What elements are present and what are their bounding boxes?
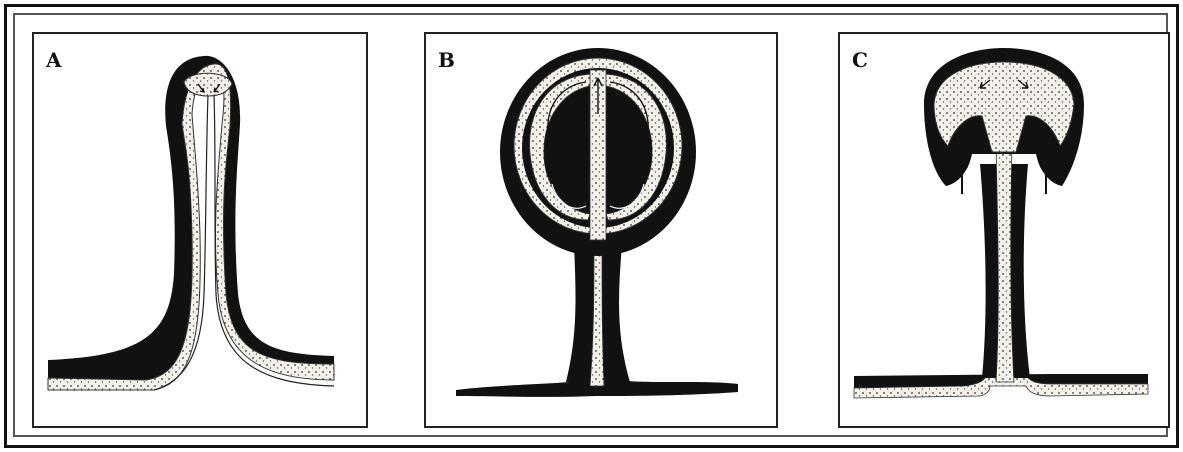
panel-a: A bbox=[32, 32, 368, 428]
panel-c-drawing bbox=[840, 34, 1168, 426]
panel-c: C bbox=[838, 32, 1170, 428]
panel-label-c: C bbox=[852, 50, 868, 70]
panel-a-drawing bbox=[34, 34, 366, 426]
right-core bbox=[608, 110, 652, 194]
left-core bbox=[544, 110, 588, 194]
panel-label-b: B bbox=[438, 50, 455, 70]
panel-b: B bbox=[424, 32, 778, 428]
panel-label-a: A bbox=[46, 50, 62, 70]
panel-b-drawing bbox=[426, 34, 776, 426]
